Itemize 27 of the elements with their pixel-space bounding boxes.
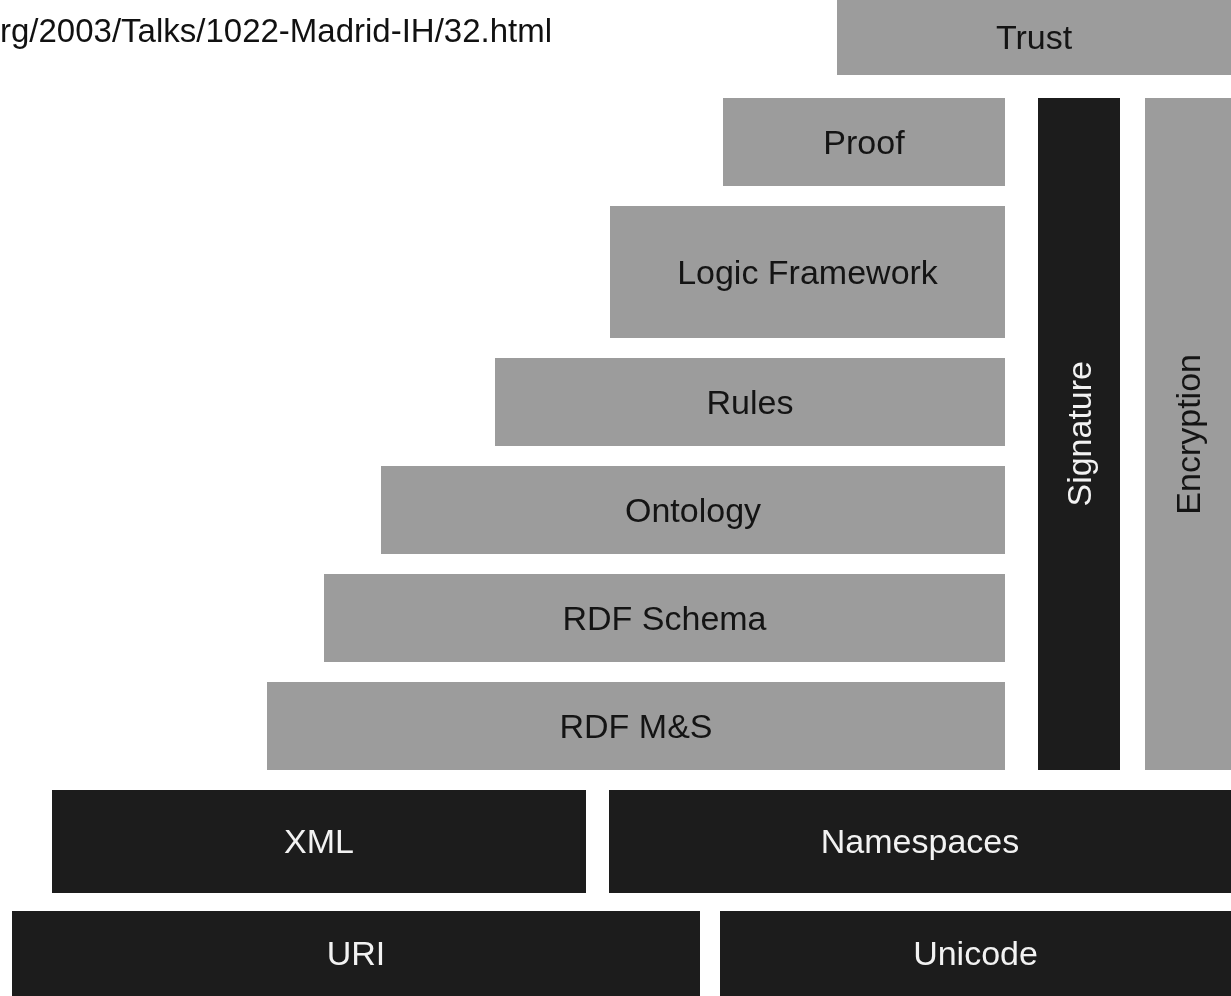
layer-label: Proof (823, 121, 905, 163)
source-url-text: rg/2003/Talks/1022-Madrid-IH/32.html (0, 12, 553, 50)
layer-label: XML (284, 821, 354, 862)
layer-label: RDF M&S (559, 705, 713, 747)
layer-box (1038, 98, 1120, 770)
layer-label: Encryption (1167, 353, 1208, 515)
layer-box (495, 358, 1005, 446)
layer-box (609, 790, 1231, 893)
layer-label: Signature (1058, 361, 1099, 507)
layer-box (720, 911, 1231, 996)
layer-box (324, 574, 1005, 662)
layer-label: URI (326, 933, 386, 974)
layer-label: Ontology (624, 489, 762, 531)
layer-label: Logic Framework (677, 251, 938, 293)
layer-box (837, 0, 1231, 75)
layer-box (12, 911, 700, 996)
layer-box (610, 206, 1005, 338)
layer-label: Unicode (913, 933, 1038, 974)
layer-box (267, 682, 1005, 770)
layer-label: Rules (706, 381, 794, 423)
layer-label: Namespaces (820, 821, 1020, 862)
layer-box (381, 466, 1005, 554)
layer-label: RDF Schema (562, 597, 767, 639)
layer-box (1145, 98, 1231, 770)
layer-label: Trust (995, 17, 1073, 58)
layer-box (52, 790, 586, 893)
layer-box (723, 98, 1005, 186)
